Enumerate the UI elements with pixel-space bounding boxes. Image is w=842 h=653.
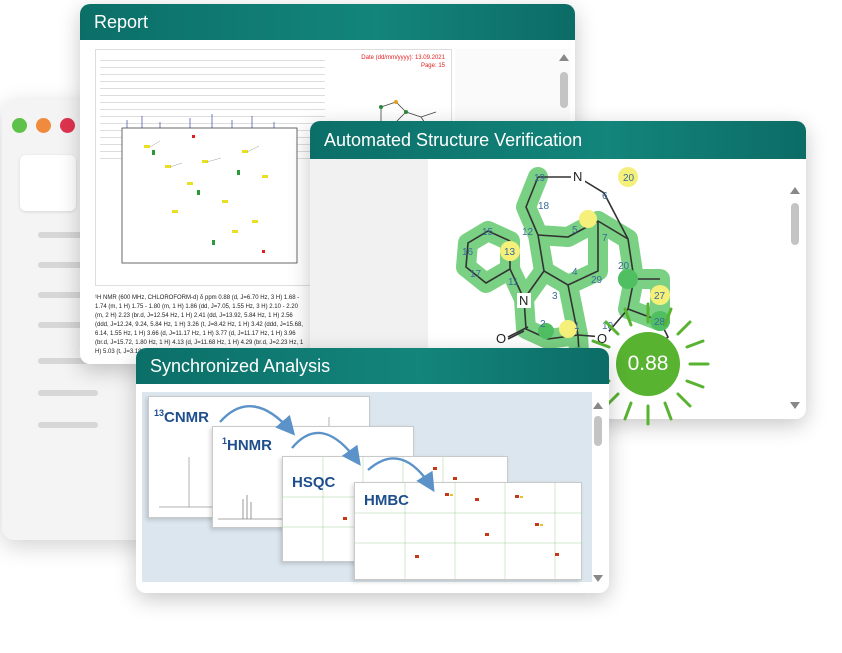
atom-label: 16 bbox=[462, 247, 474, 258]
atom-label: 2 bbox=[540, 319, 546, 330]
atom-oxygen: O bbox=[597, 331, 607, 346]
molecule-structure: 20 27 28 19 18 13 15 16 17 11 12 20 29 5… bbox=[456, 167, 670, 381]
atom-label: 28 bbox=[654, 317, 666, 328]
scroll-down-icon[interactable] bbox=[593, 575, 603, 582]
window-minimize-icon[interactable] bbox=[36, 118, 51, 133]
atom-label: 17 bbox=[470, 269, 482, 280]
atom-label: 27 bbox=[654, 291, 666, 302]
sync-window-title: Synchronized Analysis bbox=[136, 348, 609, 384]
hmbc-spectrum-plot bbox=[355, 483, 581, 579]
placeholder-line bbox=[38, 358, 98, 364]
spectra-workspace: 13CNMR 1HNMR bbox=[142, 392, 592, 582]
atom-label: 7 bbox=[602, 233, 608, 244]
verification-score-badge: 0.88 bbox=[616, 332, 680, 396]
hmbc-spectrum-panel bbox=[354, 482, 582, 580]
atom-label: 4 bbox=[572, 267, 578, 278]
score-sunburst-icon bbox=[586, 302, 710, 426]
atom-label: 15 bbox=[482, 227, 494, 238]
scroll-thumb[interactable] bbox=[560, 72, 568, 108]
placeholder-card bbox=[20, 155, 76, 211]
sync-link-arrows bbox=[219, 405, 435, 493]
scroll-up-icon[interactable] bbox=[559, 54, 569, 61]
atom-label: 13 bbox=[504, 247, 516, 258]
hmbc-label: HMBC bbox=[364, 492, 409, 509]
placeholder-line bbox=[38, 422, 98, 428]
hsqc-label: HSQC bbox=[292, 474, 336, 491]
synchronized-analysis-window: Synchronized Analysis 13CNMR bbox=[136, 348, 609, 593]
report-date-text: Date (dd/mm/yyyy): 13.09.2021 bbox=[361, 55, 445, 61]
report-2d-nmr-plot bbox=[121, 114, 298, 264]
placeholder-line bbox=[38, 390, 98, 396]
atom-label: 20 bbox=[618, 261, 630, 272]
report-date: Date (dd/mm/yyyy): 13.09.2021 Page: 15 bbox=[361, 54, 445, 70]
scroll-thumb[interactable] bbox=[791, 203, 799, 245]
report-window-title: Report bbox=[80, 4, 575, 40]
cnmr-label: 13CNMR bbox=[154, 408, 209, 426]
scroll-down-icon[interactable] bbox=[790, 402, 800, 409]
atom-label: 19 bbox=[534, 173, 546, 184]
placeholder-line bbox=[38, 262, 98, 268]
window-close-icon[interactable] bbox=[60, 118, 75, 133]
atom-label: 12 bbox=[522, 227, 534, 238]
isotope-superscript: 13 bbox=[154, 408, 165, 418]
atom-label: 1 bbox=[574, 321, 580, 332]
atom-label: 5 bbox=[572, 225, 578, 236]
placeholder-line bbox=[38, 322, 98, 328]
atom-label: 18 bbox=[538, 201, 550, 212]
placeholder-line bbox=[38, 292, 98, 298]
scroll-up-icon[interactable] bbox=[593, 402, 603, 409]
atom-nitrogen: N bbox=[573, 169, 582, 184]
spectrum-name: HNMR bbox=[227, 437, 273, 454]
scroll-up-icon[interactable] bbox=[790, 187, 800, 194]
atom-label: 10 bbox=[602, 321, 614, 332]
report-scrollbar[interactable] bbox=[559, 54, 569, 119]
atom-oxygen: O bbox=[496, 331, 506, 346]
spectrum-name: CNMR bbox=[164, 409, 210, 426]
sync-scrollbar[interactable] bbox=[593, 402, 603, 582]
placeholder-line bbox=[38, 232, 98, 238]
verification-scrollbar[interactable] bbox=[790, 187, 800, 409]
atom-label: 11 bbox=[508, 277, 519, 288]
atom-label: 6 bbox=[602, 191, 608, 202]
atom-label: 29 bbox=[591, 275, 603, 286]
atom-label: 20 bbox=[623, 173, 635, 184]
verification-window-title: Automated Structure Verification bbox=[310, 121, 806, 159]
window-maximize-icon[interactable] bbox=[12, 118, 27, 133]
scroll-thumb[interactable] bbox=[594, 416, 602, 446]
atom-nitrogen: N bbox=[519, 293, 528, 308]
report-page-text: Page: 15 bbox=[420, 63, 445, 69]
isotope-superscript: 1 bbox=[222, 436, 228, 446]
hnmr-label: 1HNMR bbox=[222, 436, 272, 454]
atom-label: 3 bbox=[552, 291, 558, 302]
